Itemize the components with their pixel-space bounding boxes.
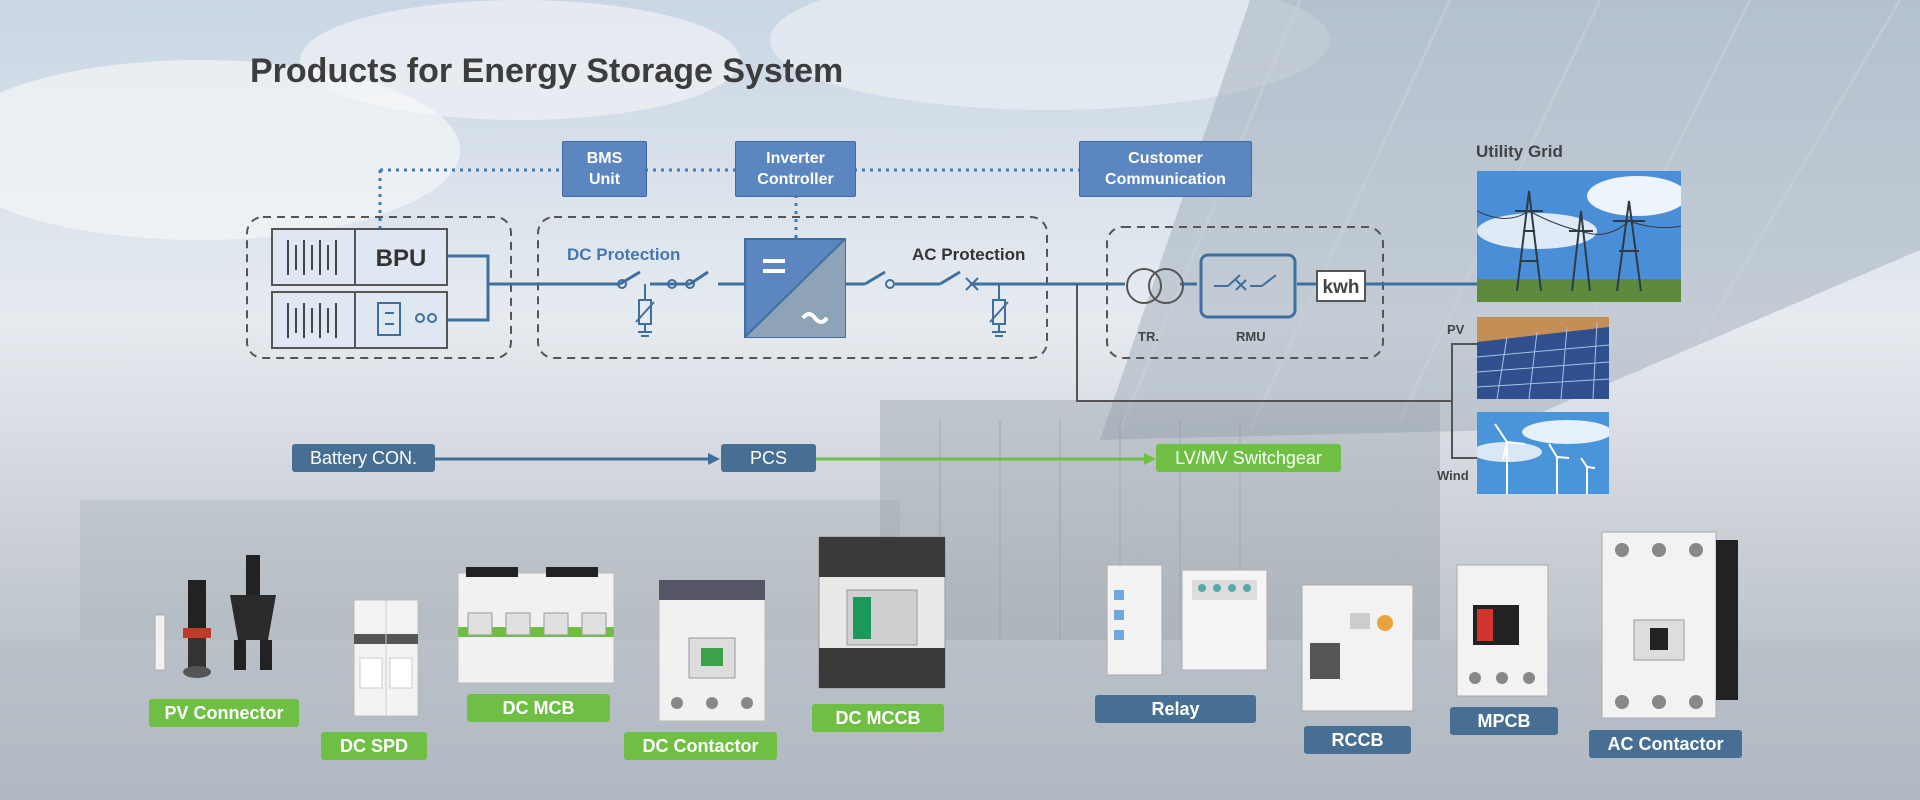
transformer-symbol (1126, 268, 1184, 304)
inverter-controller-label: Inverter Controller (757, 150, 834, 188)
rmu-frame (1199, 253, 1297, 319)
relay-image (1106, 564, 1268, 676)
customer-communication-box: Customer Communication (1079, 141, 1252, 197)
mpcb-label: MPCB (1450, 707, 1558, 735)
bms-unit-box: BMS Unit (562, 141, 647, 197)
wind-turbine-photo (1477, 412, 1609, 494)
utility-grid-label: Utility Grid (1476, 142, 1563, 161)
dc-contactor-label: DC Contactor (624, 732, 777, 760)
inverter-controller-box: Inverter Controller (735, 141, 856, 197)
tr-label: TR. (1138, 329, 1159, 344)
customer-communication-label: Customer Communication (1105, 150, 1226, 188)
ac-protection-label: AC Protection (912, 245, 1025, 264)
flow-arrows (435, 453, 1156, 465)
mpcb-image (1456, 564, 1549, 697)
rccb-image (1301, 584, 1414, 712)
ac-contactor-label: AC Contactor (1589, 730, 1742, 758)
pv-connector-image (154, 555, 276, 678)
ac-contactor-image (1601, 531, 1738, 719)
wind-label: Wind (1437, 468, 1469, 483)
bpu-label: BPU (376, 245, 427, 272)
battery-group-frame (246, 216, 512, 359)
dc-protection-label: DC Protection (567, 245, 680, 264)
switchgear-flow-box: LV/MV Switchgear (1156, 444, 1341, 472)
dc-mccb-label: DC MCCB (812, 704, 944, 732)
kwh-meter-box (1316, 270, 1366, 302)
pcs-flow-box: PCS (721, 444, 816, 472)
pv-panel-photo (1477, 317, 1609, 399)
page-title: Products for Energy Storage System (250, 52, 844, 90)
pv-label: PV (1447, 322, 1465, 337)
dc-spd-image (353, 599, 419, 717)
dc-spd-label: DC SPD (321, 732, 427, 760)
inverter-symbol (744, 238, 846, 338)
pv-connector-label: PV Connector (149, 699, 299, 727)
rmu-label: RMU (1236, 329, 1266, 344)
battery-connector-flow-box: Battery CON. (292, 444, 435, 472)
rccb-label: RCCB (1304, 726, 1411, 754)
dc-mccb-image (818, 536, 946, 689)
dc-contactor-image (658, 579, 766, 722)
dc-mcb-image (457, 567, 615, 684)
relay-label: Relay (1095, 695, 1256, 723)
utility-grid-photo (1477, 171, 1681, 302)
bms-unit-label: BMS Unit (586, 150, 623, 188)
battery-unit-bottom (271, 291, 448, 349)
kwh-label: kwh (1323, 277, 1360, 298)
pcs-group-frame (537, 216, 1048, 359)
dc-mcb-label: DC MCB (467, 694, 610, 722)
